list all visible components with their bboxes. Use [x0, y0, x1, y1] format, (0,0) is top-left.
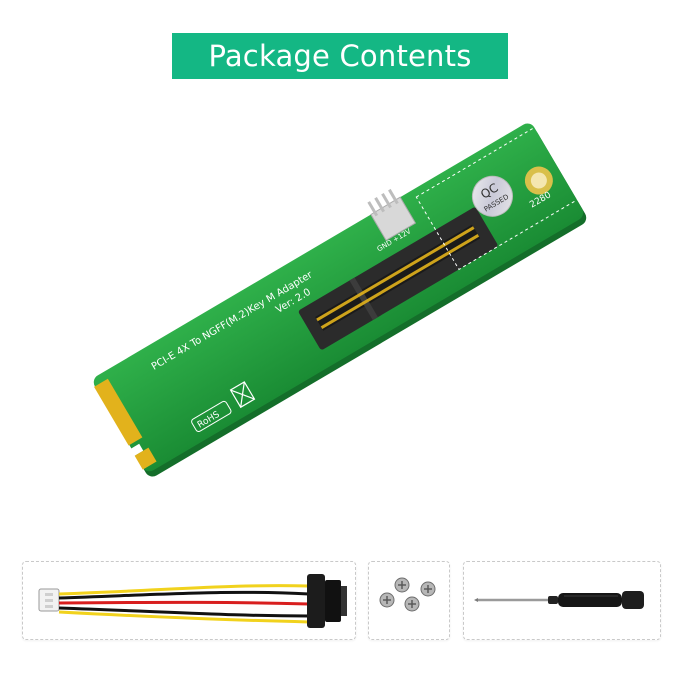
adapter-board-image: QC PASSED PCI-E 4X To NGFF(M.2)Key M Ada… — [93, 123, 587, 477]
power-header — [367, 188, 417, 242]
key-notch — [125, 443, 144, 459]
item-power-cable — [22, 561, 356, 640]
page-title: Package Contents — [208, 39, 472, 73]
title-banner: Package Contents — [172, 33, 508, 79]
weee-bin-icon — [229, 381, 256, 409]
item-screwdriver — [463, 561, 661, 640]
qc-passed-sticker: QC PASSED — [471, 175, 513, 217]
screws-image — [379, 577, 436, 612]
gold-fingers — [94, 378, 157, 470]
power-cable-image — [38, 574, 347, 628]
pcie-slot — [298, 207, 498, 350]
item-screws — [368, 561, 450, 640]
screwdriver-image — [474, 591, 644, 609]
